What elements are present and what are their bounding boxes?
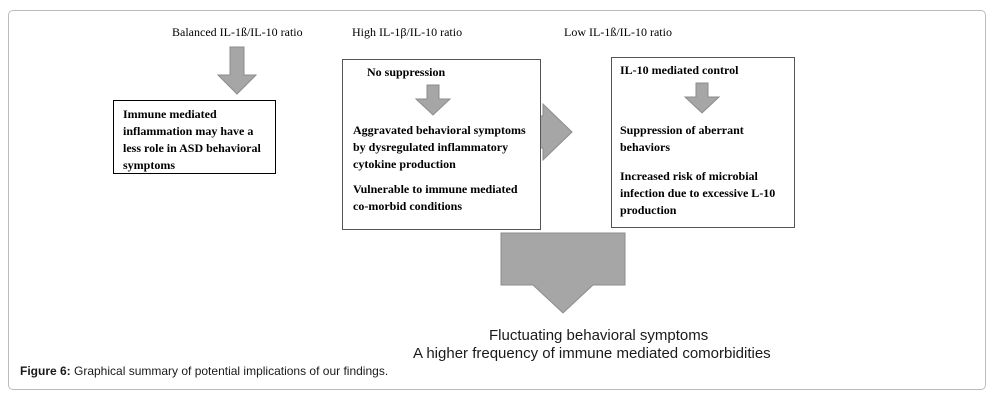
down-arrow-high (414, 84, 452, 116)
header-balanced-ratio: Balanced IL-1ß/IL-10 ratio (172, 25, 303, 39)
outcome-line-2: A higher frequency of immune mediated co… (413, 345, 771, 362)
header-low-ratio: Low IL-1ß/IL-10 ratio (564, 25, 672, 39)
caption-label: Figure 6: (20, 364, 71, 378)
box-low-ratio: IL-10 mediated control Suppression of ab… (611, 57, 795, 228)
box-balanced: Immune mediated inflammation may have a … (113, 100, 276, 174)
balanced-box-text: Immune mediated inflammation may have a … (123, 107, 261, 172)
low-box-item-2: Increased risk of microbial infection du… (620, 169, 776, 217)
high-box-item-2: Vulnerable to immune mediated co-morbid … (353, 182, 518, 213)
high-box-item-1: Aggravated behavioral symptoms by dysreg… (353, 123, 526, 171)
down-arrow-outcome (500, 232, 626, 314)
low-box-item-1: Suppression of aberrant behaviors (620, 123, 744, 154)
caption-text: Graphical summary of potential implicati… (70, 364, 389, 378)
header-high-ratio: High IL-1β/IL-10 ratio (352, 25, 463, 39)
outcome-line-1: Fluctuating behavioral symptoms (489, 327, 709, 344)
high-box-title: No suppression (367, 65, 446, 79)
figure-caption: Figure 6: Graphical summary of potential… (20, 364, 388, 378)
low-box-title: IL-10 mediated control (620, 63, 739, 77)
box-high-ratio: No suppression Aggravated behavioral sym… (342, 59, 541, 230)
down-arrow-low (683, 82, 721, 114)
down-arrow-balanced (216, 46, 258, 95)
